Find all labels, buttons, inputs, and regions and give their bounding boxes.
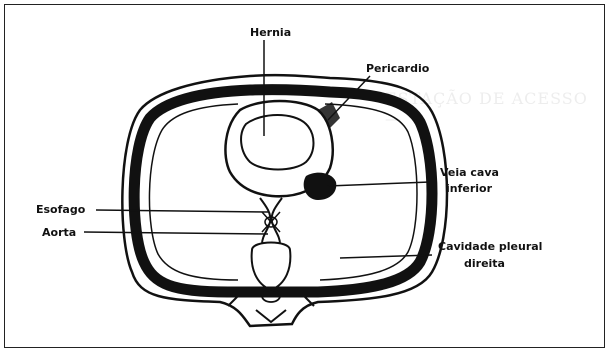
label-aorta: Aorta — [42, 226, 76, 239]
svg-text:ESTAÇÃO DE ACESSO: ESTAÇÃO DE ACESSO — [385, 88, 588, 108]
aorta-leader-line — [84, 232, 268, 234]
veia-cava-leader-line — [328, 182, 430, 186]
esophagus-aorta-column — [260, 198, 282, 244]
label-esofago: Esofago — [36, 203, 86, 216]
label-veia-cava: Veia cava — [440, 166, 499, 179]
label-pericardio: Pericardio — [366, 62, 430, 75]
inner-pleural-line — [320, 104, 417, 280]
label-cavidade-direita: direita — [464, 257, 505, 270]
inner-pleural-line-left — [149, 104, 238, 280]
label-hernia: Hernia — [250, 26, 291, 39]
label-veia-cava-inferior: inferior — [446, 182, 493, 195]
hernia-region — [241, 115, 313, 170]
svg-text:—: — — [385, 109, 402, 128]
label-cavidade-pleural: Cavidade pleural — [438, 240, 542, 253]
